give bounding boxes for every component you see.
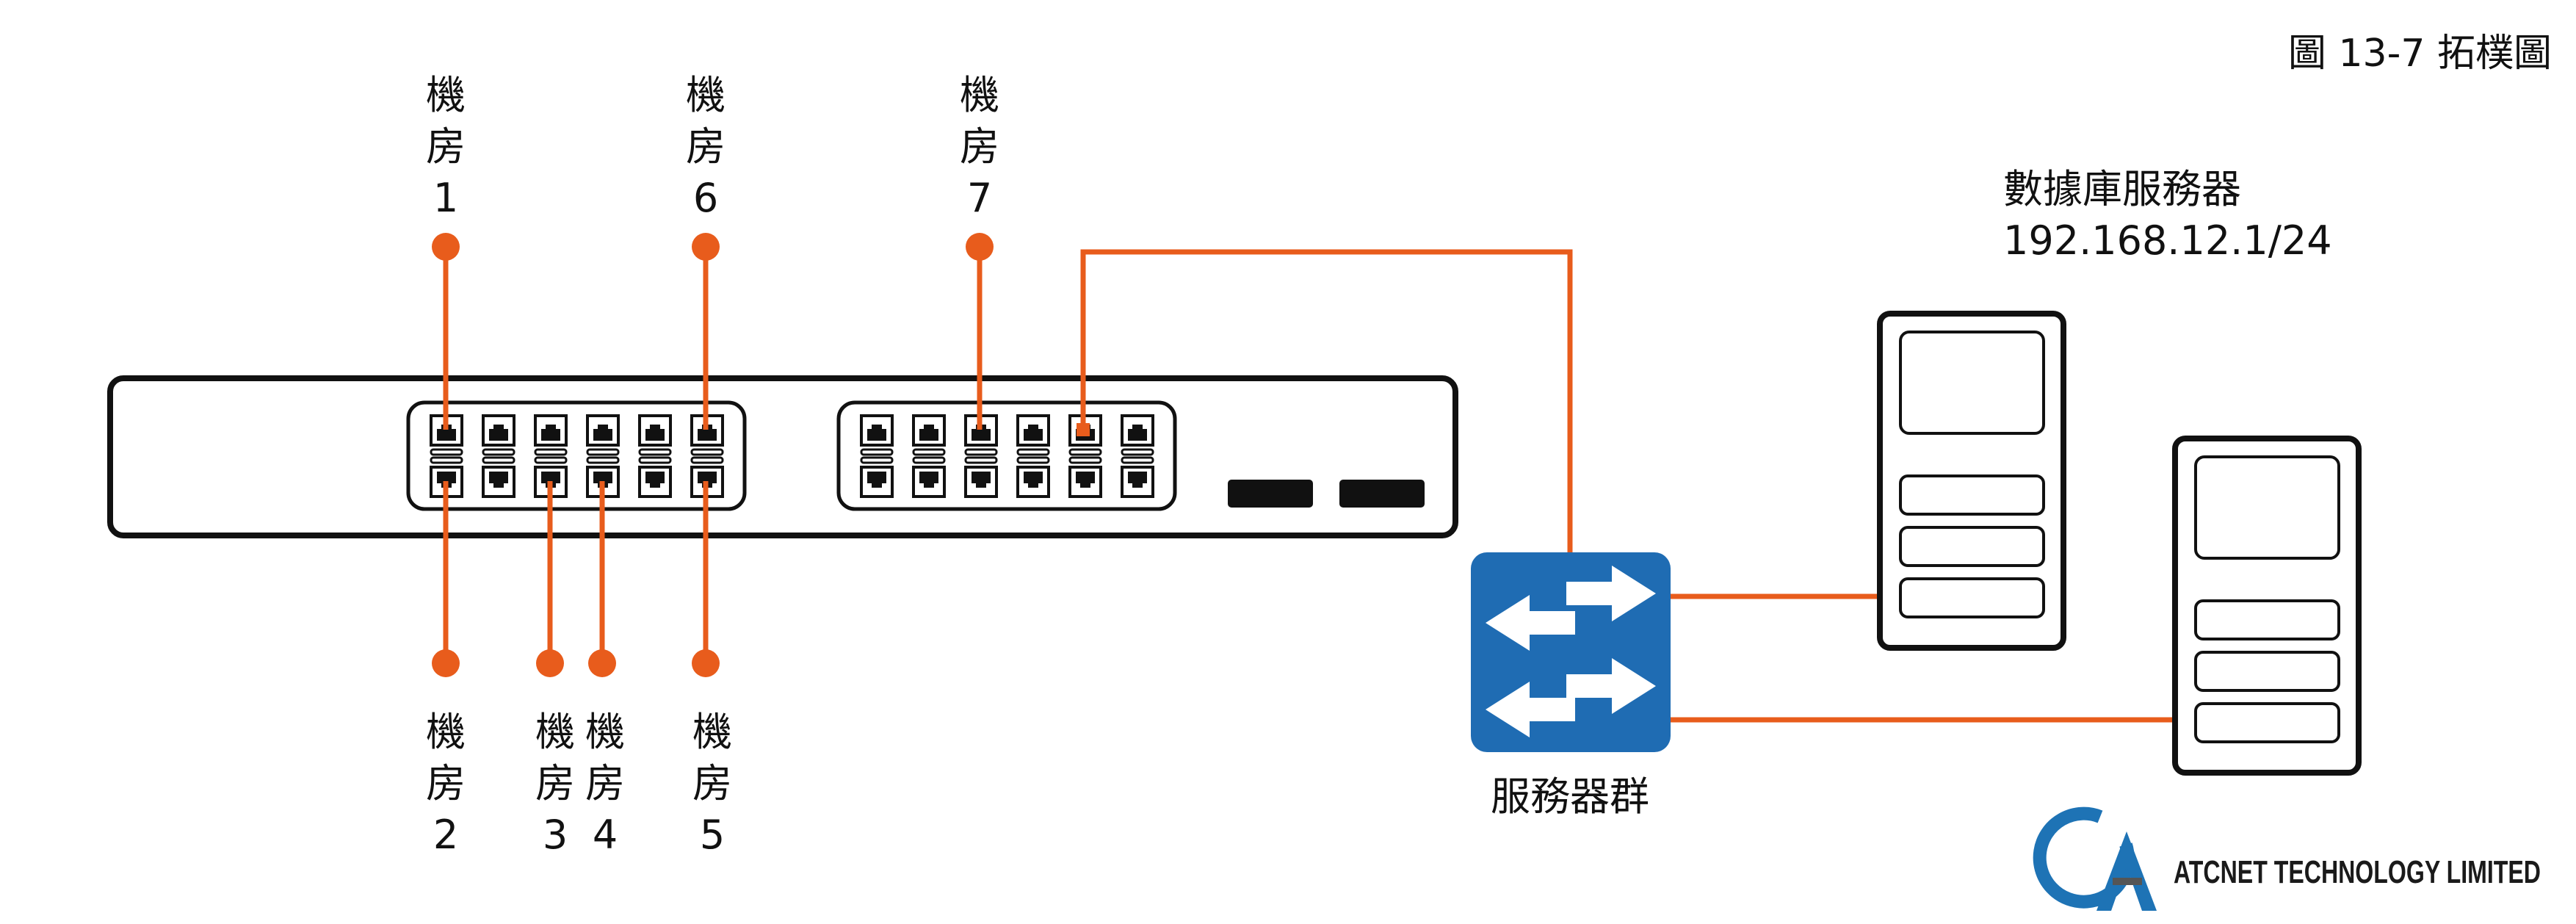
database-server-name: 數據庫服務器 <box>2003 166 2241 212</box>
endpoint-dots <box>432 233 1090 677</box>
port-led <box>534 448 568 456</box>
port-led <box>586 448 620 456</box>
ethernet-port-icon <box>482 414 515 447</box>
port-led <box>690 456 724 464</box>
port-led <box>430 456 463 464</box>
port-led <box>586 456 620 464</box>
port-led <box>964 456 998 464</box>
port-led <box>482 448 515 456</box>
arrow-right-icon <box>1566 658 1656 714</box>
ethernet-port-icon <box>1016 414 1050 447</box>
ethernet-port-icon <box>482 466 515 498</box>
arrow-right-icon <box>1566 566 1656 621</box>
sfp-slot <box>1228 480 1313 508</box>
logo-text: ATCNET TECHNOLOGY LIMITED <box>2174 854 2541 890</box>
ethernet-port-icon <box>638 414 672 447</box>
arrow-left-icon <box>1486 682 1575 737</box>
atcnet-logo: ATCNET TECHNOLOGY LIMITED <box>2033 806 2541 911</box>
server-cluster-label: 服務器群 <box>1491 773 1649 820</box>
ethernet-port-icon <box>964 466 998 498</box>
ethernet-port-icon <box>638 466 672 498</box>
port-led <box>912 448 946 456</box>
server-icon <box>1877 311 2066 651</box>
server-icon <box>2172 436 2362 776</box>
link-uplink <box>1080 249 1573 555</box>
sfp-slot <box>1339 480 1425 508</box>
port-led <box>482 456 515 464</box>
ethernet-port-icon <box>1121 414 1154 447</box>
endpoint-room-1 <box>432 233 460 261</box>
port-led <box>1121 448 1154 456</box>
ethernet-port-icon <box>860 466 894 498</box>
figure-caption: 圖 13-7 拓樸圖 <box>2288 32 2552 76</box>
port-led <box>430 448 463 456</box>
port-led <box>690 448 724 456</box>
ethernet-port-icon <box>1016 466 1050 498</box>
ethernet-port-icon <box>534 414 568 447</box>
network-switch-icon <box>107 375 1458 538</box>
arrow-left-icon <box>1486 595 1575 651</box>
port-led <box>964 448 998 456</box>
connection-links <box>443 247 2175 723</box>
port-led <box>912 456 946 464</box>
port-led <box>638 456 672 464</box>
port-led <box>1068 456 1102 464</box>
endpoint-room-5 <box>692 649 720 677</box>
ethernet-port-icon <box>912 414 946 447</box>
endpoint-room-3 <box>536 649 564 677</box>
port-led <box>1016 456 1050 464</box>
port-led <box>638 448 672 456</box>
port-led <box>1068 448 1102 456</box>
ethernet-port-icon <box>1121 466 1154 498</box>
ethernet-port-icon <box>1068 466 1102 498</box>
ethernet-port-icon <box>860 414 894 447</box>
endpoint-room-6 <box>692 233 720 261</box>
database-server-ip: 192.168.12.1/24 <box>2003 217 2332 264</box>
port-led <box>1121 456 1154 464</box>
ethernet-port-icon <box>912 466 946 498</box>
router-switch-icon <box>1471 552 1671 752</box>
endpoint-room-4 <box>588 649 616 677</box>
port-led <box>534 456 568 464</box>
port-led <box>860 448 894 456</box>
port-led <box>1016 448 1050 456</box>
logo-a-icon <box>2096 831 2157 911</box>
ethernet-port-icon <box>586 414 620 447</box>
uplink-port-marker <box>1077 423 1090 436</box>
port-led <box>860 456 894 464</box>
endpoint-room-7 <box>966 233 994 261</box>
endpoint-room-2 <box>432 649 460 677</box>
